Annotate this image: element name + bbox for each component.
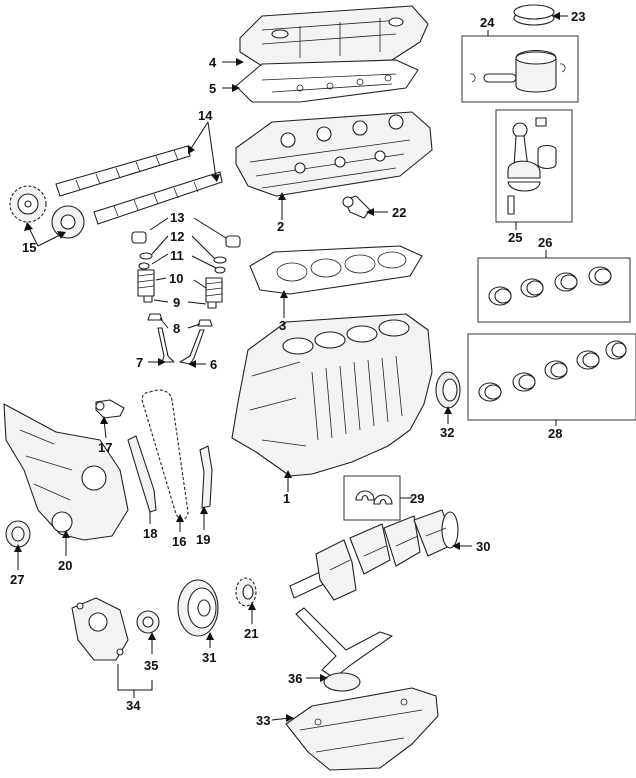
oil-pump-gear-part	[136, 610, 160, 634]
callout-17: 17	[98, 440, 112, 455]
callout-6: 6	[210, 357, 217, 372]
callout-18: 18	[143, 526, 157, 541]
callout-9: 9	[173, 295, 180, 310]
vvt-gear-part	[51, 205, 85, 239]
callout-25: 25	[508, 230, 522, 245]
valve-cover-part	[239, 5, 429, 67]
callout-14: 14	[198, 108, 213, 123]
oil-pickup-part	[295, 607, 393, 692]
callout-21: 21	[244, 626, 258, 641]
callout-29: 29	[410, 491, 424, 506]
callout-12: 12	[170, 229, 184, 244]
valve-cover-gasket-part	[235, 59, 419, 103]
callout-13: 13	[170, 210, 184, 225]
piston-part	[469, 49, 566, 93]
callout-36: 36	[288, 671, 302, 686]
rear-main-seal-part	[435, 371, 461, 409]
chain-tensioner-part	[95, 399, 125, 419]
callout-24: 24	[480, 15, 495, 30]
engine-block-part	[231, 313, 433, 477]
callout-33: 33	[256, 713, 270, 728]
main-bearings-part	[478, 340, 627, 402]
callout-20: 20	[58, 558, 72, 573]
cylinder-head-part	[235, 111, 433, 197]
callout-26: 26	[538, 235, 552, 250]
front-crank-seal-part	[5, 520, 31, 548]
crank-sprocket-part	[235, 577, 257, 607]
callout-23: 23	[571, 9, 585, 24]
rod-bearings-part	[488, 266, 612, 306]
callout-35: 35	[144, 658, 158, 673]
connecting-rod-box	[495, 109, 573, 223]
callout-10: 10	[169, 271, 183, 286]
callout-16: 16	[172, 534, 186, 549]
piston-kit-box	[461, 35, 579, 103]
timing-chain-part	[141, 389, 189, 520]
callout-22: 22	[392, 205, 406, 220]
callout-32: 32	[440, 425, 454, 440]
callout-3: 3	[279, 318, 286, 333]
callout-1: 1	[283, 491, 290, 506]
valvetrain-parts	[131, 231, 241, 365]
callout-31: 31	[202, 650, 216, 665]
piston-rings-part	[513, 4, 555, 26]
connecting-rod-part	[507, 117, 557, 215]
camshafts-part	[55, 145, 223, 225]
callout-28: 28	[548, 426, 562, 441]
callout-8: 8	[173, 321, 180, 336]
callout-11: 11	[170, 248, 184, 263]
timing-cover-part	[3, 403, 129, 541]
crankshaft-part	[289, 509, 459, 601]
chain-slipper-part	[199, 445, 213, 509]
crank-pulley-part	[177, 579, 219, 637]
leader-lines	[14, 12, 568, 722]
sensor-part	[342, 195, 371, 219]
cam-sprocket-part	[9, 185, 47, 223]
main-bearings-box	[467, 333, 636, 421]
callout-15: 15	[22, 240, 36, 255]
callout-27: 27	[10, 572, 24, 587]
callout-34: 34	[126, 698, 141, 713]
callout-7: 7	[136, 355, 143, 370]
callout-19: 19	[196, 532, 210, 547]
callout-2: 2	[277, 219, 284, 234]
chain-guide-part	[127, 435, 157, 513]
callout-labels: 1 2 3 4 5 6 7 8 9 10 11 12 13 14 15 16 1…	[10, 9, 585, 728]
oil-pump-part	[71, 597, 129, 661]
callout-4: 4	[209, 55, 217, 70]
rod-bearings-box	[477, 257, 631, 323]
callout-5: 5	[209, 81, 216, 96]
thrust-washers-part	[355, 490, 393, 505]
head-gasket-part	[249, 245, 423, 295]
oil-pan-part	[285, 687, 439, 771]
callout-30: 30	[476, 539, 490, 554]
